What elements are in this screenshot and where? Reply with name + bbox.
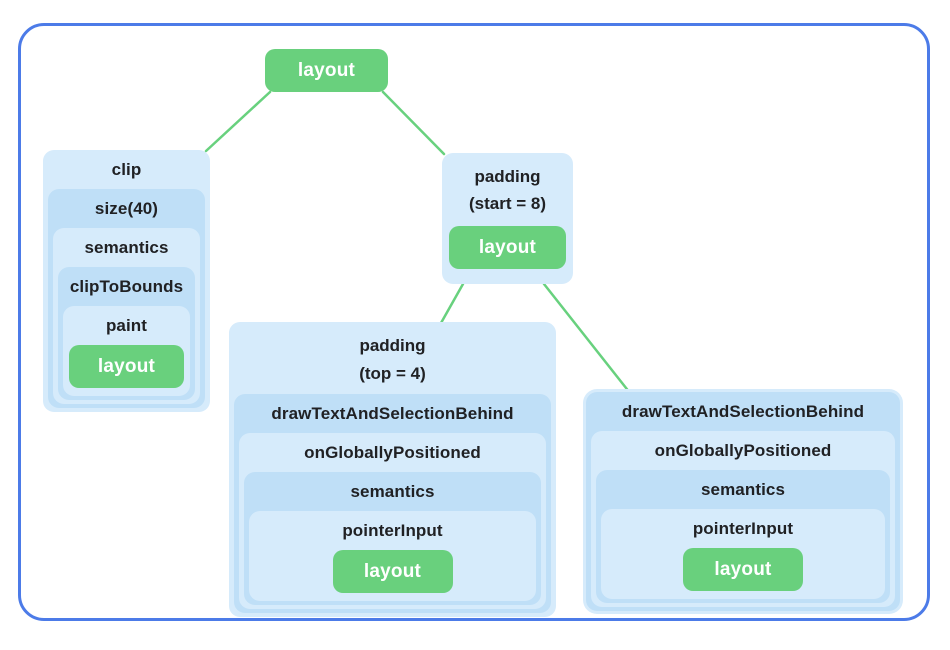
node-paint: paint layout	[63, 306, 190, 396]
drawtext-modifier-chain: drawTextAndSelectionBehind onGloballyPos…	[586, 392, 900, 611]
clip-modifier-chain: clip size(40) semantics clipToBounds pai…	[43, 150, 210, 412]
node-padding-start: padding (start = 8) layout	[442, 153, 573, 284]
padding-top-modifier-chain: padding (top = 4) drawTextAndSelectionBe…	[229, 322, 556, 617]
node-semantics-label: semantics	[84, 237, 169, 257]
node-padding-top-label: padding (top = 4)	[234, 322, 551, 388]
node-ongloballypositioned-middle-label: onGloballyPositioned	[304, 442, 481, 462]
clip-chain-layout-node: layout	[69, 345, 184, 388]
root-layout-label: layout	[297, 59, 356, 81]
node-ongloballypositioned-right: onGloballyPositioned semantics pointerIn…	[591, 431, 895, 607]
edge-root-to-clip	[204, 90, 272, 153]
padding-top-layout-node: layout	[332, 550, 453, 593]
root-layout-node: layout	[265, 49, 388, 92]
node-pointerinput-middle: pointerInput layout	[249, 511, 536, 601]
node-ongloballypositioned-right-label: onGloballyPositioned	[654, 440, 832, 460]
node-padding-start-label: padding (start = 8)	[447, 153, 568, 217]
node-pointerinput-middle-label: pointerInput	[342, 520, 443, 540]
padding-top-line1: padding	[359, 336, 426, 355]
padding-top-line2: (top = 4)	[359, 364, 426, 383]
node-clip: clip size(40) semantics clipToBounds pai…	[43, 150, 210, 412]
diagram-frame	[18, 23, 930, 621]
node-pointerinput-right-label: pointerInput	[692, 518, 794, 538]
node-ongloballypositioned-middle: onGloballyPositioned semantics pointerIn…	[239, 433, 546, 609]
node-drawtext-right: drawTextAndSelectionBehind onGloballyPos…	[586, 392, 900, 611]
node-drawtext-right-label: drawTextAndSelectionBehind	[621, 401, 865, 421]
node-size: size(40) semantics clipToBounds paint la…	[48, 189, 205, 408]
edge-root-to-padding-start	[381, 90, 446, 156]
node-padding-top: padding (top = 4) drawTextAndSelectionBe…	[229, 322, 556, 617]
drawtext-layout-node: layout	[683, 548, 803, 591]
node-cliptobounds: clipToBounds paint layout	[58, 267, 195, 400]
node-cliptobounds-label: clipToBounds	[69, 276, 184, 296]
padding-start-line1: padding	[474, 167, 541, 186]
edge-padding-start-to-drawtext	[542, 282, 632, 395]
node-semantics-right-label: semantics	[700, 479, 786, 499]
node-pointerinput-right: pointerInput layout	[601, 509, 885, 599]
node-semantics: semantics clipToBounds paint layout	[53, 228, 200, 404]
node-drawtext-middle-label: drawTextAndSelectionBehind	[271, 403, 514, 423]
node-clip-label: clip	[111, 159, 142, 179]
padding-start-modifier-chain: padding (start = 8) layout	[442, 153, 573, 284]
padding-start-line2: (start = 8)	[469, 194, 546, 213]
node-semantics-middle-label: semantics	[350, 481, 435, 501]
node-paint-label: paint	[105, 315, 148, 335]
node-drawtext-middle: drawTextAndSelectionBehind onGloballyPos…	[234, 394, 551, 613]
node-semantics-middle: semantics pointerInput layout	[244, 472, 541, 605]
node-size-label: size(40)	[94, 198, 159, 218]
padding-start-layout-node: layout	[449, 226, 566, 269]
node-semantics-right: semantics pointerInput layout	[596, 470, 890, 603]
edge-padding-start-to-padding-top	[439, 282, 465, 325]
